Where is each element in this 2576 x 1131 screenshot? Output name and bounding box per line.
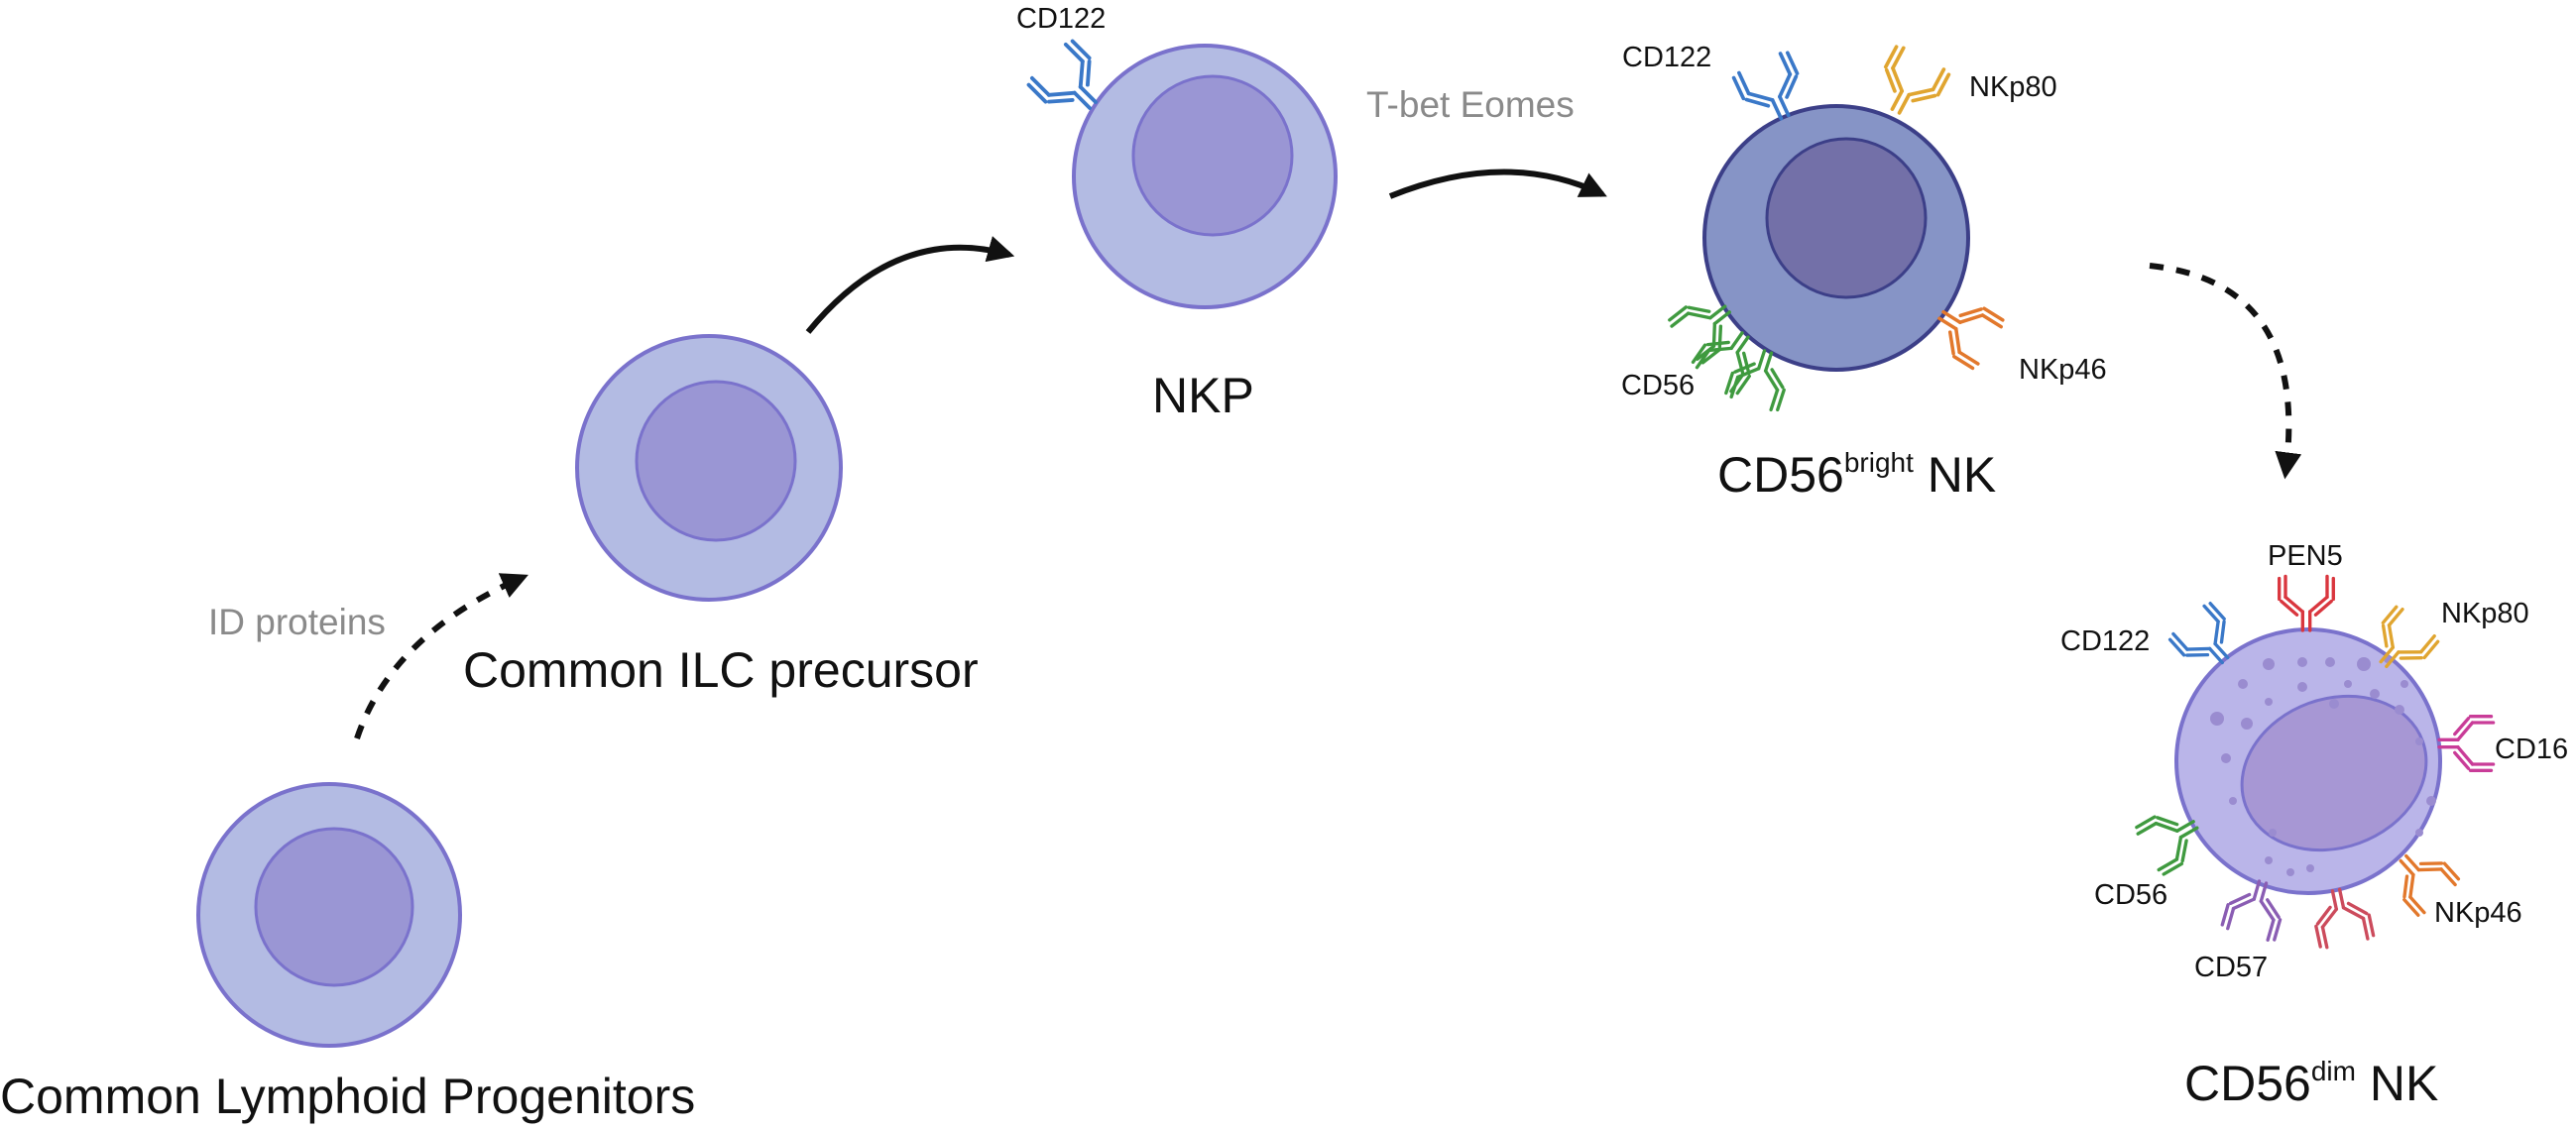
label-nkp: NKP bbox=[1152, 368, 1254, 423]
label-common-lymphoid-progenitors: Common Lymphoid Progenitors bbox=[0, 1069, 695, 1124]
marker-label-dim-pen5: PEN5 bbox=[2268, 540, 2343, 572]
label-common-ilc-precursor: Common ILC precursor bbox=[463, 642, 979, 698]
arrow-ilc-to-nkp bbox=[805, 236, 1015, 334]
marker-label-dim-nkp80: NKp80 bbox=[2441, 598, 2529, 629]
cell-common-lymphoid-progenitor bbox=[196, 782, 462, 1048]
marker-label-dim-cd122: CD122 bbox=[2060, 625, 2150, 657]
arrow-bright-to-dim bbox=[2149, 263, 2302, 480]
arrow-clp-to-ilc bbox=[354, 573, 528, 739]
cell-common-ilc-precursor bbox=[575, 334, 843, 602]
marker-label-bright-cd122: CD122 bbox=[1622, 42, 1711, 73]
antibody-dim-pen5 bbox=[2278, 574, 2335, 632]
marker-label-dim-cd57: CD57 bbox=[2194, 952, 2268, 983]
marker-label-nkp-cd122: CD122 bbox=[1016, 3, 1106, 35]
marker-label-dim-nkp46: NKp46 bbox=[2434, 897, 2522, 929]
cell-nkp bbox=[1072, 44, 1338, 309]
marker-label-bright-cd56: CD56 bbox=[1621, 370, 1695, 401]
marker-label-bright-nkp46: NKp46 bbox=[2019, 354, 2107, 386]
antibody-dim-cd16 bbox=[2437, 715, 2496, 772]
cell-granules bbox=[2210, 655, 2436, 876]
label-tbet-eomes: T-bet Eomes bbox=[1366, 84, 1575, 125]
marker-label-dim-cd16: CD16 bbox=[2495, 734, 2568, 765]
cell-cd56-bright-nk bbox=[1702, 104, 1970, 372]
marker-label-dim-cd56: CD56 bbox=[2094, 879, 2167, 911]
cell-cd56-dim-nk bbox=[2174, 627, 2442, 895]
arrow-nkp-to-bright bbox=[1388, 169, 1607, 199]
label-cd56-bright-nk: CD56bright NK bbox=[1717, 447, 1996, 503]
label-cd56-dim-nk: CD56dim NK bbox=[2184, 1056, 2438, 1111]
marker-label-bright-nkp80: NKp80 bbox=[1969, 71, 2057, 103]
label-id-proteins: ID proteins bbox=[208, 602, 386, 642]
